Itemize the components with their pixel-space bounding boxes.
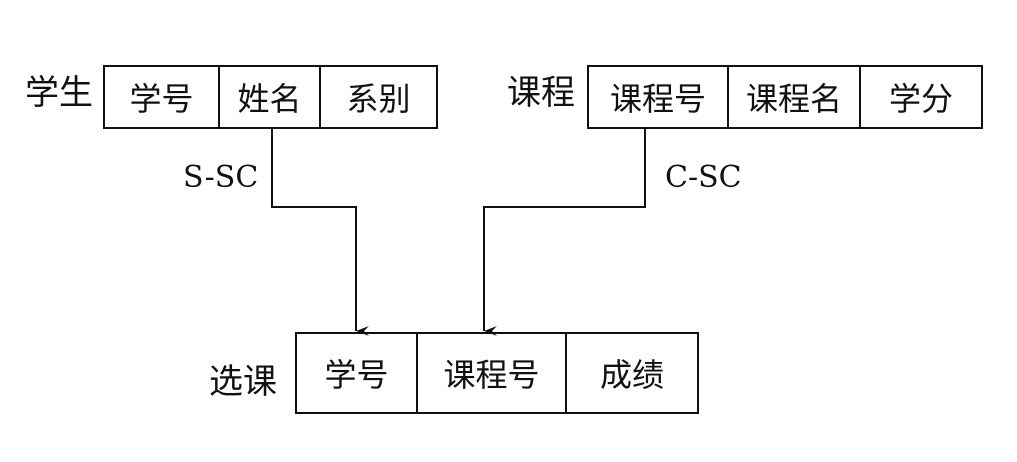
- enroll-col-student-id: 学号: [297, 334, 418, 412]
- student-col-id: 学号: [105, 67, 220, 127]
- student-table: 学号 姓名 系别: [103, 65, 438, 129]
- course-col-credit: 学分: [888, 80, 953, 118]
- enroll-col-grade: 成绩: [599, 356, 664, 394]
- c-sc-label: C-SC: [665, 160, 742, 195]
- student-table-name: 学生: [25, 73, 93, 113]
- course-col-id: 课程号: [589, 67, 729, 127]
- student-col-name: 姓名: [220, 67, 321, 127]
- enroll-table: 学号 课程号 成绩: [295, 332, 699, 414]
- c-sc-link-line: [483, 128, 646, 336]
- enroll-table-name: 选课: [209, 362, 277, 402]
- course-table: 课程号 课程名 学分: [587, 65, 983, 129]
- course-col-name: 课程名: [729, 67, 861, 127]
- course-table-name: 课程: [507, 73, 575, 113]
- enroll-col-course-id: 课程号: [418, 334, 567, 412]
- s-sc-label: S-SC: [183, 160, 259, 195]
- s-sc-link-line: [271, 128, 369, 336]
- student-col-dept: 系别: [346, 80, 411, 118]
